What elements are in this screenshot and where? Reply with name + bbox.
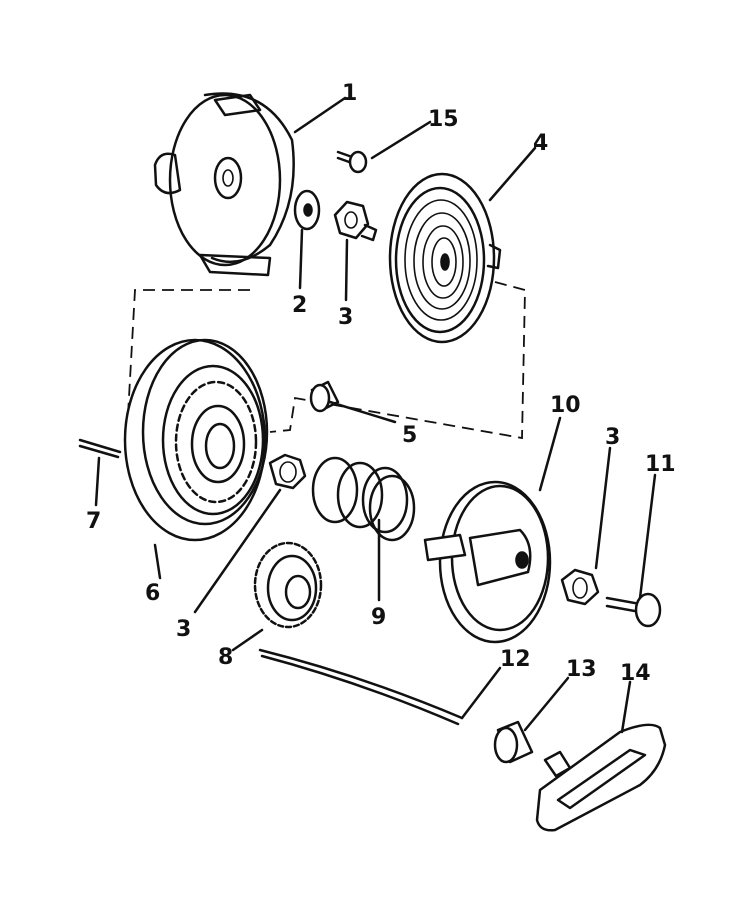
- part-1-housing: [153, 92, 295, 277]
- label-part-1: 1: [342, 81, 357, 106]
- label-part-13: 13: [566, 657, 597, 682]
- label-part-15: 15: [428, 107, 459, 132]
- label-part-9: 9: [371, 605, 386, 630]
- label-part-4: 4: [533, 131, 548, 156]
- part-11-screw: [605, 592, 662, 628]
- leader-lines: [94, 96, 657, 734]
- label-part-7: 7: [86, 509, 101, 534]
- part-3-nut-right: [560, 568, 600, 606]
- part-4-rewind-spring: [388, 172, 502, 344]
- part-12-rope: [258, 648, 464, 726]
- label-part-8: 8: [218, 645, 233, 670]
- label-part-3-top: 3: [338, 305, 353, 330]
- part-8-pinion-gear: [253, 541, 323, 629]
- part-5-bushing: [309, 380, 340, 413]
- label-part-3-right: 3: [605, 425, 620, 450]
- part-15-screw: [336, 150, 368, 174]
- part-6-pulley-gear: [123, 338, 269, 542]
- part-14-handle: [535, 723, 667, 832]
- label-part-10: 10: [550, 393, 581, 418]
- part-9-coil-spring: [311, 456, 416, 542]
- label-part-6: 6: [145, 581, 160, 606]
- part-13-ferrule: [493, 720, 534, 764]
- part-7-pin: [78, 438, 122, 459]
- label-part-12: 12: [500, 647, 531, 672]
- part-2-washer: [293, 189, 321, 231]
- label-part-3-middle: 3: [176, 617, 191, 642]
- label-part-5: 5: [402, 423, 417, 448]
- part-10-drive-plate: [423, 480, 552, 644]
- label-part-11: 11: [645, 452, 676, 477]
- part-labels: 1 15 4 2 3 5 10 3 11 7 6 3 9 8 12 13 14: [86, 81, 676, 686]
- label-part-2: 2: [292, 293, 307, 318]
- label-part-14: 14: [620, 661, 651, 686]
- part-3-nut-top: [333, 200, 378, 242]
- part-3-nut-middle: [268, 453, 307, 490]
